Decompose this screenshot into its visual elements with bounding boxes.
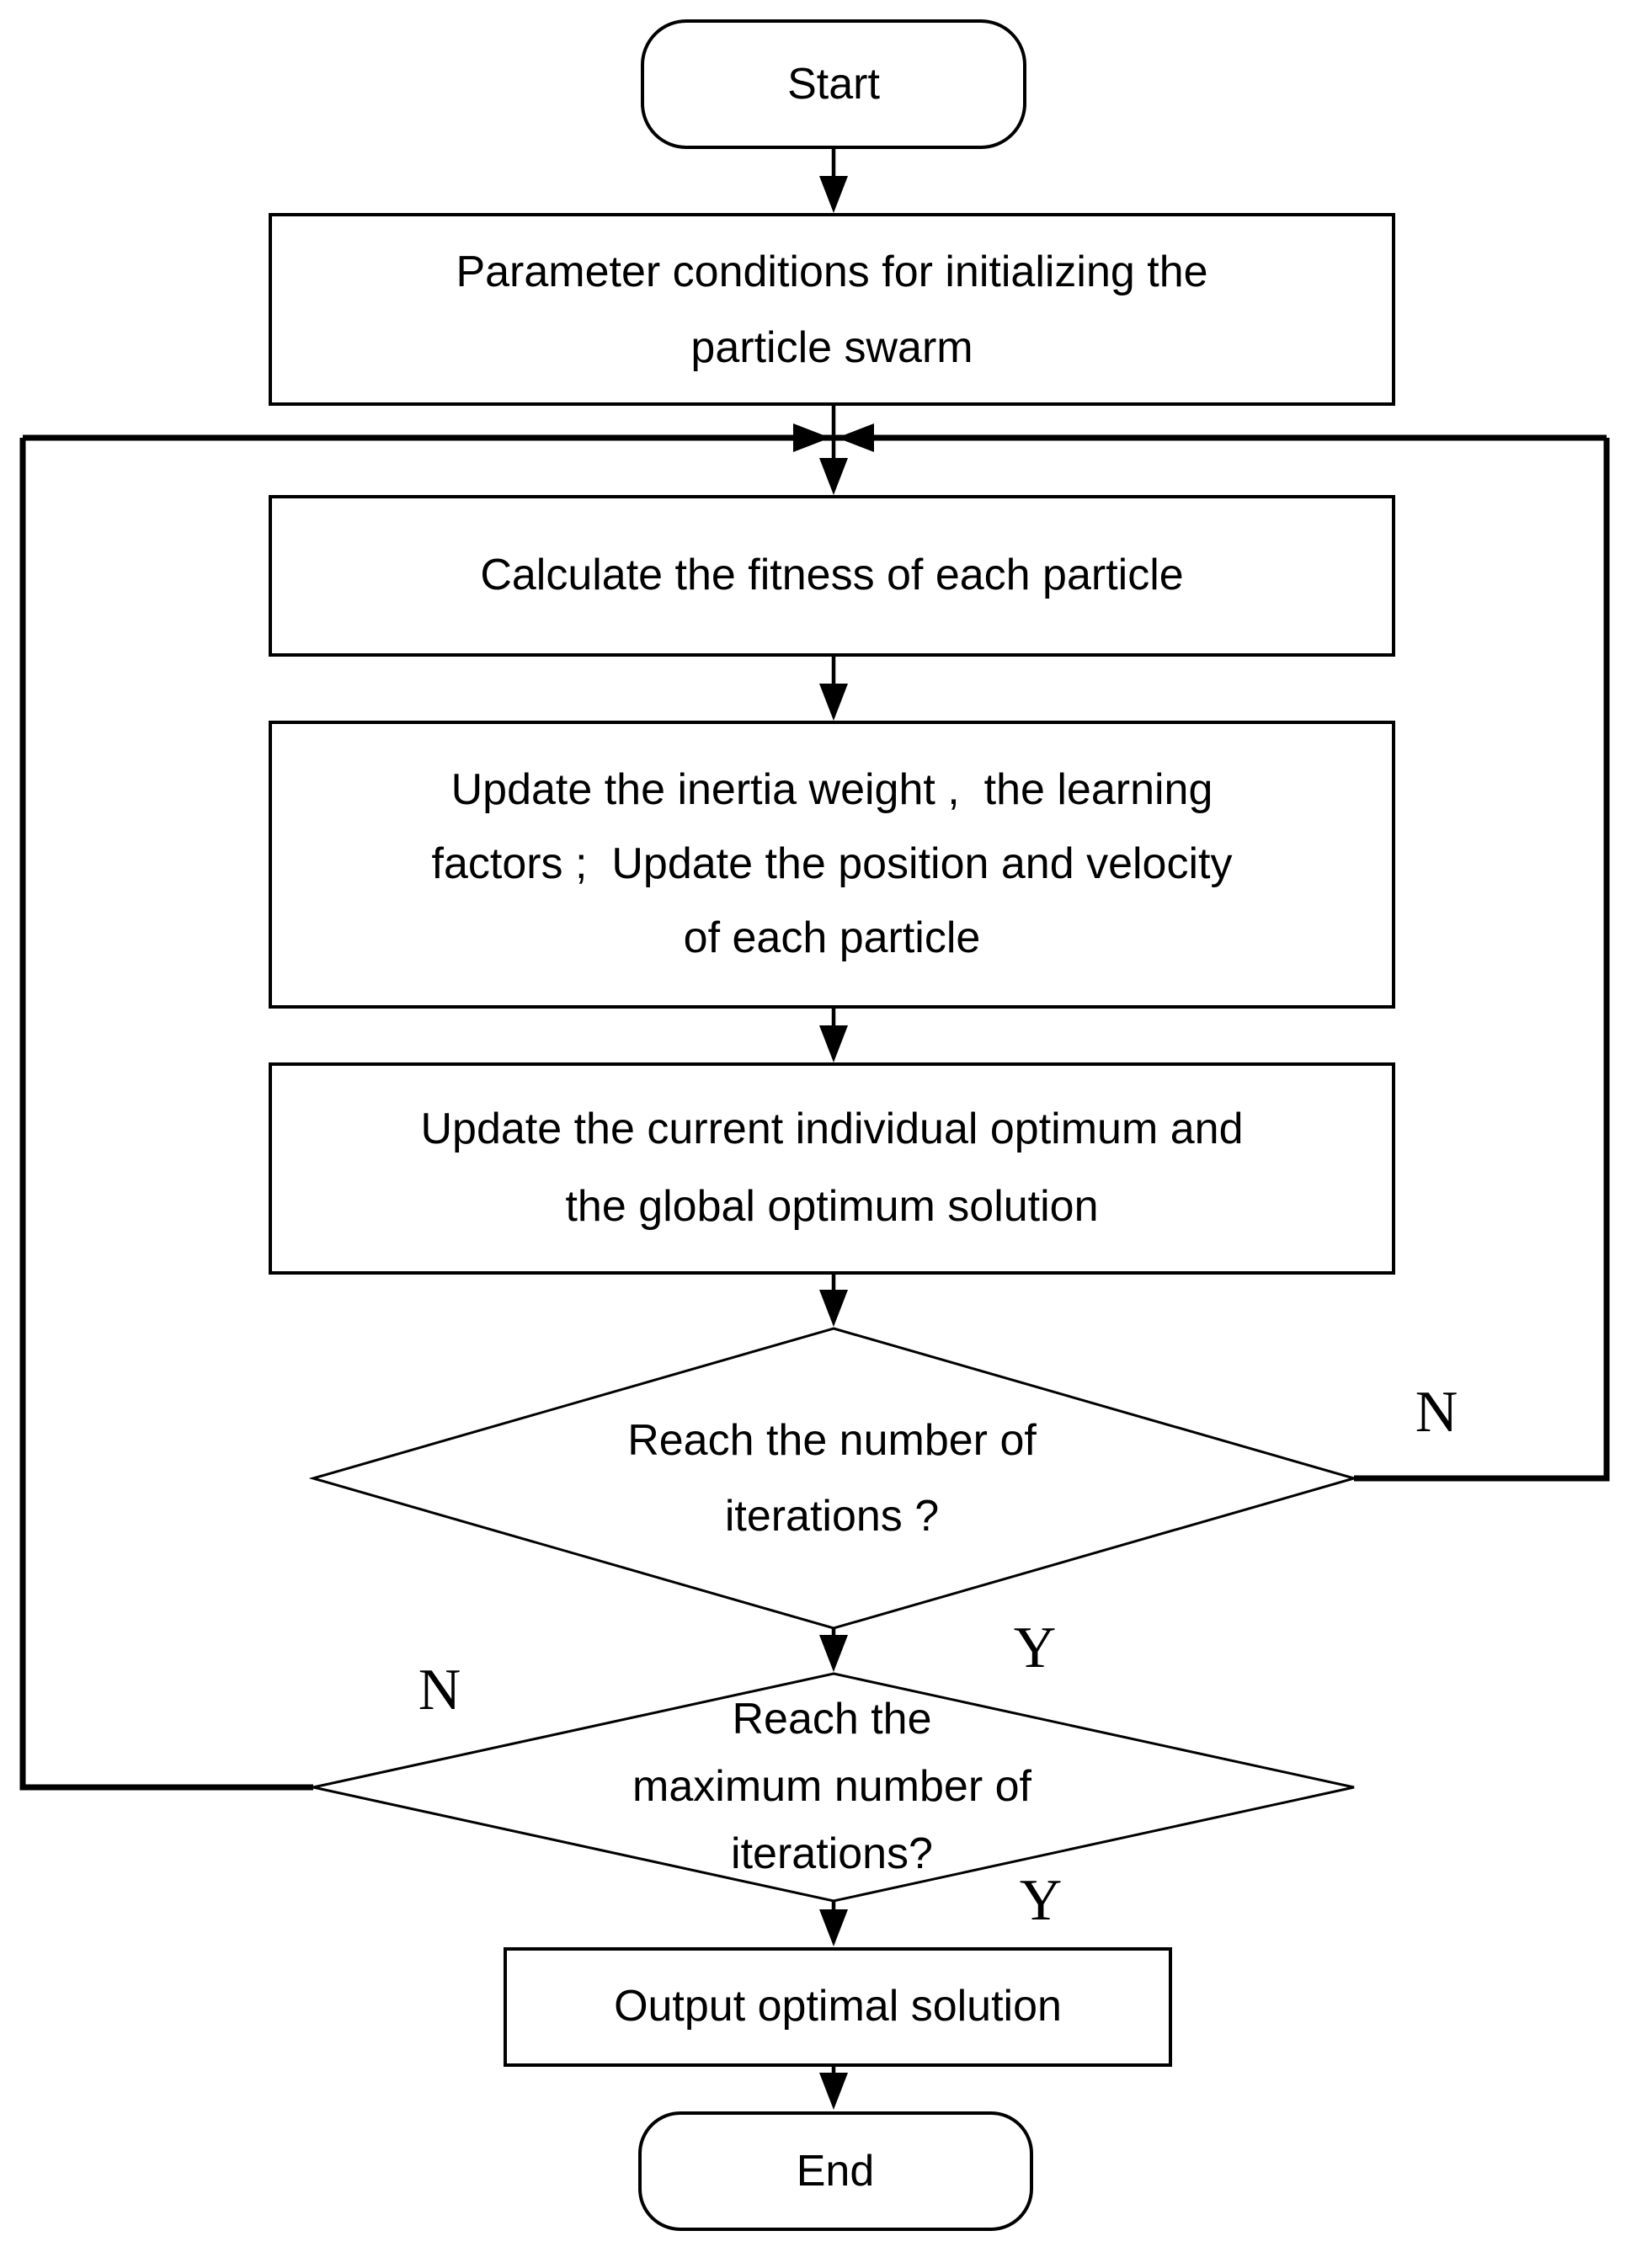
arrowhead-down-icon bbox=[819, 2073, 848, 2110]
fitness-line-1: Calculate the fitness of each particle bbox=[480, 551, 1183, 599]
arrowhead-down-icon bbox=[819, 1290, 848, 1327]
process-output bbox=[504, 1947, 1172, 2067]
edge-reach-max-to-output bbox=[819, 1901, 848, 1946]
init-params-line-2: particle swarm bbox=[690, 323, 973, 372]
junction-arrowhead-from-right-icon bbox=[837, 423, 874, 452]
edge-fitness-to-update-weights bbox=[819, 655, 848, 721]
reach-max-line-2: maximum number of bbox=[632, 1762, 1031, 1811]
loop-right-line bbox=[1354, 438, 1610, 1482]
edge-output-to-end bbox=[819, 2065, 848, 2110]
junction-arrowhead-from-left-icon bbox=[793, 423, 830, 452]
output-line-1: Output optimal solution bbox=[614, 1982, 1062, 2031]
label-reach-max-no: N bbox=[418, 1658, 461, 1722]
start-label: Start bbox=[787, 60, 880, 109]
update-weights-line-2: factors ; Update the position and veloci… bbox=[432, 839, 1233, 888]
process-fitness bbox=[269, 495, 1395, 657]
label-reach-iterations-no: N bbox=[1415, 1380, 1458, 1445]
loop-left-line bbox=[19, 438, 313, 1791]
loop-reach-iterations-no-path bbox=[1354, 438, 1610, 1482]
arrowhead-down-icon bbox=[819, 1909, 848, 1946]
process-init-params bbox=[269, 213, 1395, 406]
arrowhead-down-icon bbox=[819, 1635, 848, 1672]
reach-iterations-line-2: iterations ? bbox=[725, 1492, 939, 1541]
end-label: End bbox=[797, 2147, 875, 2196]
update-optimum-line-1: Update the current individual optimum an… bbox=[420, 1105, 1243, 1153]
init-params-line-1: Parameter conditions for initializing th… bbox=[456, 248, 1207, 296]
arrowhead-down-icon bbox=[819, 458, 848, 495]
edge-update-weights-to-optimum bbox=[819, 1007, 848, 1062]
terminator-start bbox=[641, 19, 1026, 149]
process-update-optimum bbox=[269, 1062, 1395, 1275]
process-update-weights bbox=[269, 721, 1395, 1009]
arrowhead-down-icon bbox=[819, 1025, 848, 1062]
reach-max-line-1: Reach the bbox=[732, 1695, 931, 1744]
edge-optimum-to-reach-iterations bbox=[819, 1273, 848, 1327]
label-reach-max-yes: Y bbox=[1020, 1868, 1063, 1933]
update-optimum-line-2: the global optimum solution bbox=[565, 1182, 1098, 1231]
junction-merge bbox=[23, 423, 1607, 452]
update-weights-line-1: Update the inertia weight , the learning bbox=[451, 765, 1213, 814]
reach-max-line-3: iterations? bbox=[731, 1829, 933, 1878]
edge-init-to-fitness bbox=[819, 404, 848, 495]
decision-reach-iterations bbox=[308, 1327, 1359, 1630]
terminator-end bbox=[638, 2111, 1033, 2231]
arrowhead-down-icon bbox=[819, 176, 848, 213]
reach-iterations-line-1: Reach the number of bbox=[627, 1416, 1037, 1465]
edge-reach-iterations-to-reach-max bbox=[819, 1628, 848, 1672]
update-weights-line-3: of each particle bbox=[684, 913, 981, 962]
decision-reach-max-iterations bbox=[312, 1672, 1355, 1903]
edge-start-to-init bbox=[819, 147, 848, 213]
label-reach-iterations-yes: Y bbox=[1014, 1616, 1057, 1680]
loop-reach-max-no-path bbox=[19, 438, 313, 1791]
arrowhead-down-icon bbox=[819, 684, 848, 721]
